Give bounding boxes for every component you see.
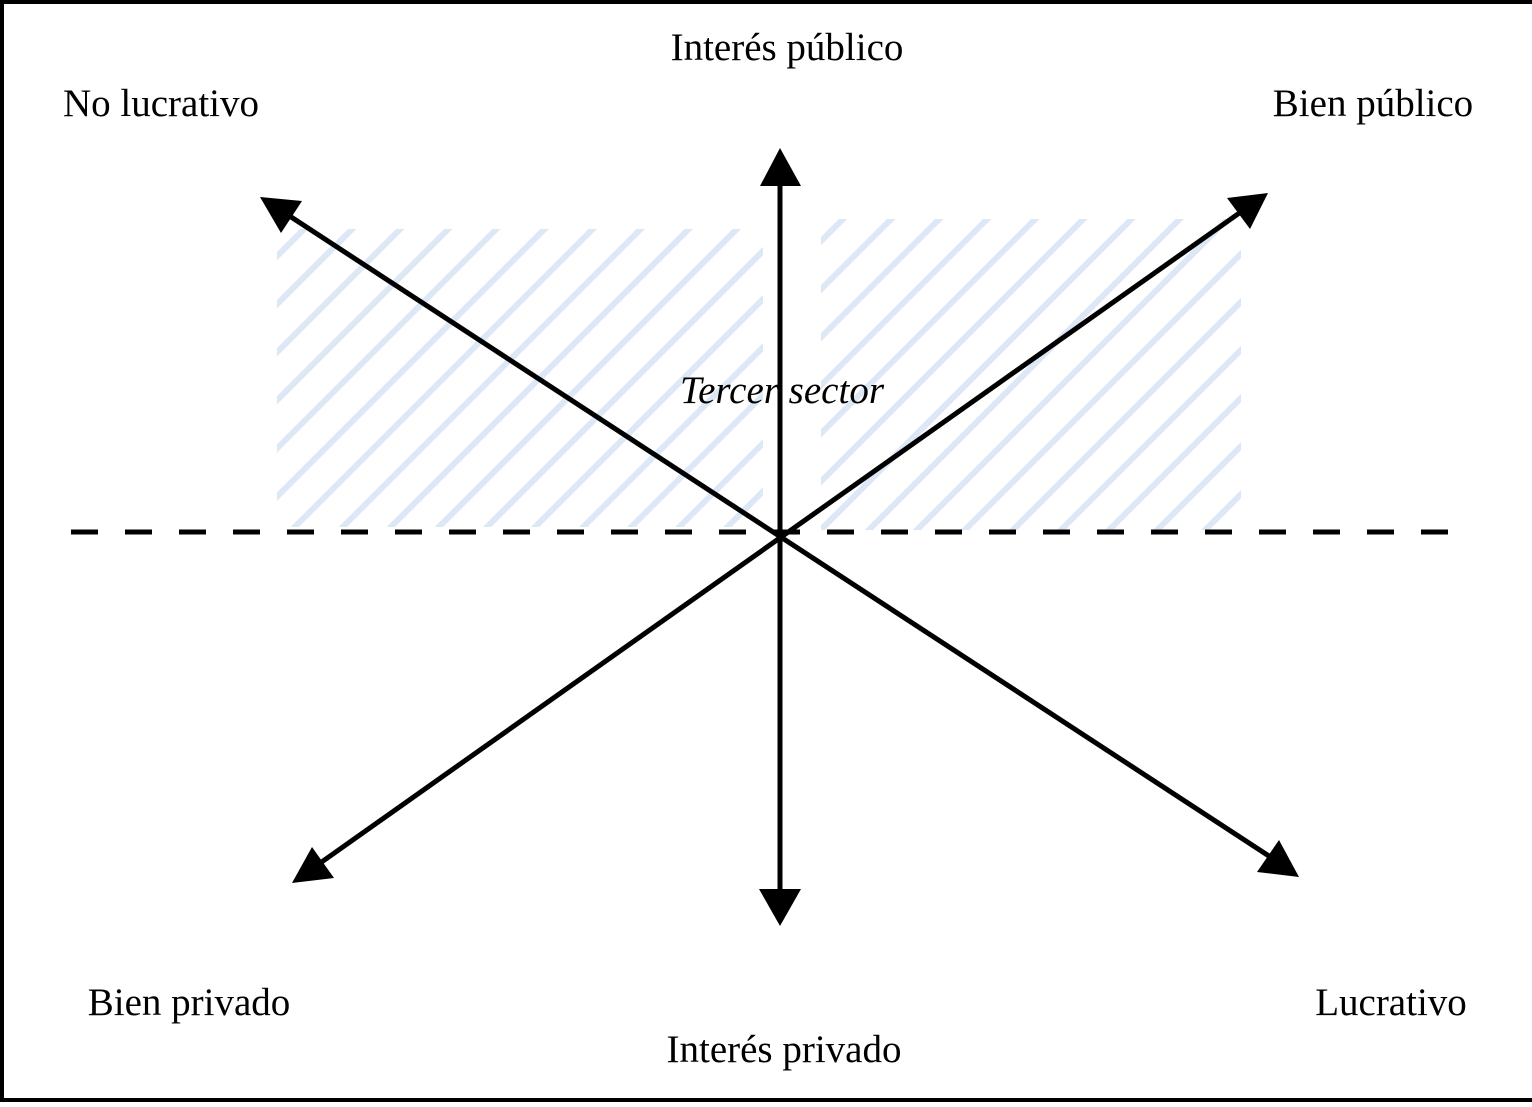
arrowhead-down-icon xyxy=(759,889,801,926)
arrowhead-bottom-right-icon xyxy=(1257,840,1299,877)
label-tercer-sector: Tercer sector xyxy=(680,369,885,412)
label-interes-publico: Interés público xyxy=(671,26,904,69)
label-bien-publico: Bien público xyxy=(1273,82,1473,125)
arrowhead-bottom-left-icon xyxy=(292,847,334,883)
arrowhead-top-right-icon xyxy=(1227,193,1268,229)
label-bien-privado: Bien privado xyxy=(88,981,291,1024)
arrowhead-top-left-icon xyxy=(260,197,302,233)
tercer-sector-region xyxy=(277,219,1241,530)
diagonal-arrow-bien xyxy=(292,193,1268,883)
label-lucrativo: Lucrativo xyxy=(1315,981,1467,1024)
arrowhead-up-icon xyxy=(760,148,801,186)
label-interes-privado: Interés privado xyxy=(667,1028,902,1071)
label-no-lucrativo: No lucrativo xyxy=(63,82,259,125)
